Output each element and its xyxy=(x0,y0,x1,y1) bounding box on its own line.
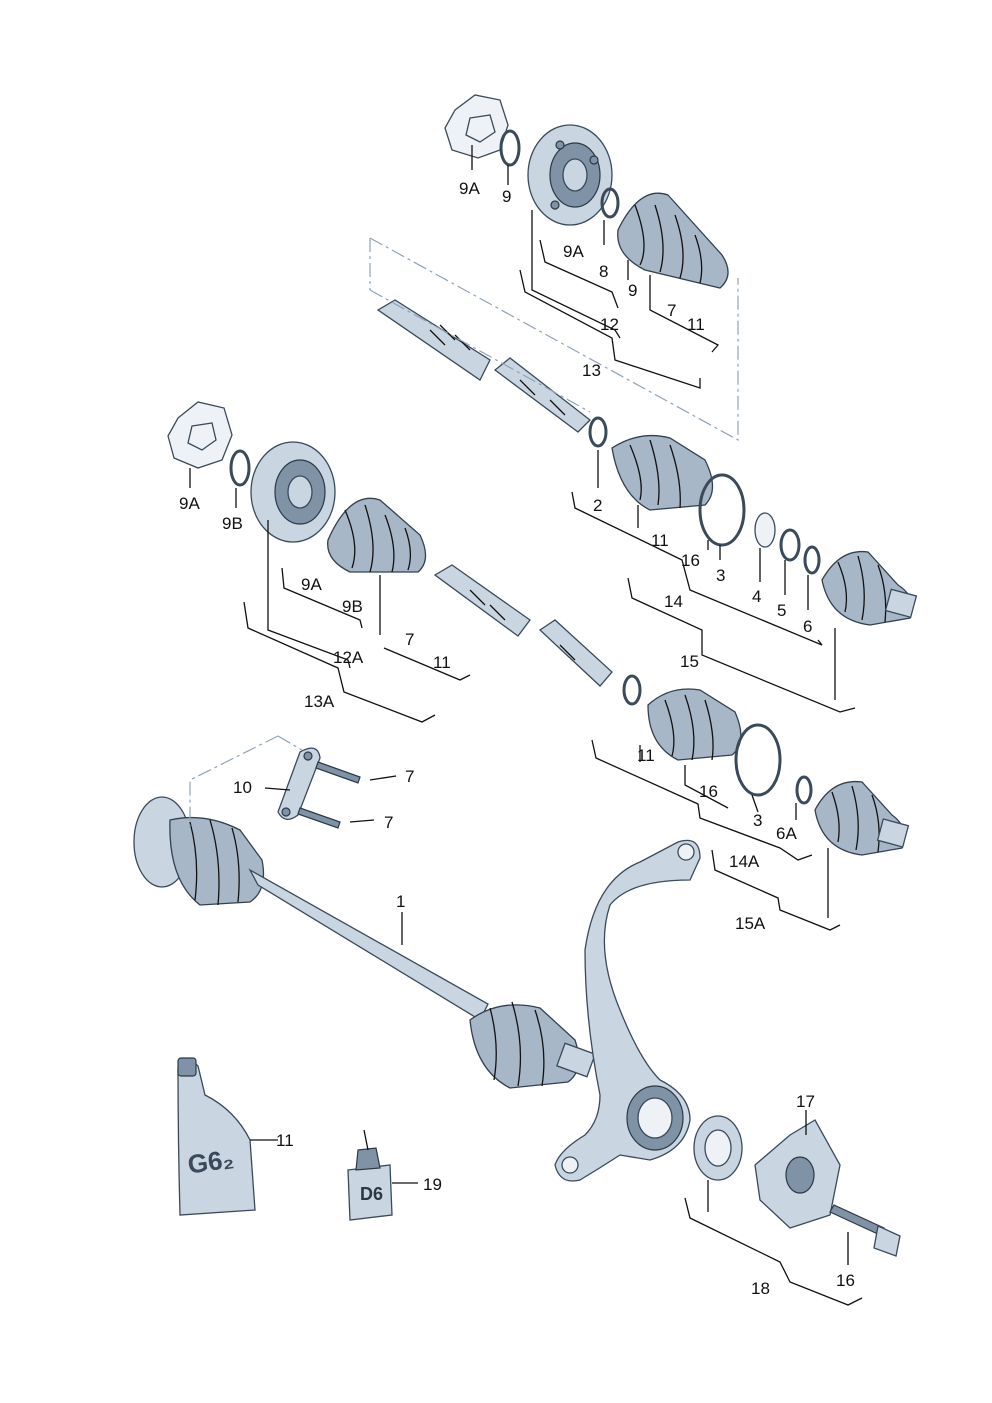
callout-4: 4 xyxy=(752,587,761,606)
circlip-2 xyxy=(588,416,608,448)
callout-7-bolt2: 7 xyxy=(384,813,393,832)
callout-11-b: 11 xyxy=(637,746,655,765)
callout-13: 13 xyxy=(582,361,601,380)
callout-7-bolt1: 7 xyxy=(405,767,414,786)
callout-9b-c: 9B xyxy=(342,597,363,616)
boot-middle xyxy=(327,497,427,573)
center-lines xyxy=(189,237,739,830)
callout-9a-c: 9A xyxy=(301,575,322,594)
callout-9-r: 9 xyxy=(628,281,637,300)
callout-5: 5 xyxy=(777,601,786,620)
bolt-7-a xyxy=(315,761,361,784)
retaining-plate-9a-left xyxy=(167,401,233,469)
callout-11-r: 11 xyxy=(687,315,705,334)
callout-7-r: 7 xyxy=(667,301,676,320)
middle-assembly xyxy=(167,401,910,856)
callout-13a: 13A xyxy=(304,692,335,711)
callout-14a: 14A xyxy=(729,852,760,871)
circlip-9-top xyxy=(499,129,521,167)
callout-12a: 12A xyxy=(333,648,364,667)
callout-3-b: 3 xyxy=(753,811,762,830)
ring-5 xyxy=(779,528,801,562)
callout-16-b: 16 xyxy=(699,782,718,801)
clamp-16-b xyxy=(734,723,782,797)
callout-labels: 9A 9 9A 8 9 7 11 12 13 9A 9B 2 11 16 3 4… xyxy=(179,179,855,1298)
grease-tube-mark: G6₂ xyxy=(186,1143,236,1179)
callout-9a-top: 9A xyxy=(459,179,480,198)
callout-9-top: 9 xyxy=(502,187,511,206)
callout-8: 8 xyxy=(599,262,608,281)
circlip-middle xyxy=(622,674,642,706)
callout-14: 14 xyxy=(664,592,683,611)
callout-17: 17 xyxy=(796,1092,815,1111)
callout-9a-mid: 9A xyxy=(563,242,584,261)
callout-11-a: 11 xyxy=(651,531,669,550)
bottle-mark: D6 xyxy=(360,1184,383,1204)
hub-assembly xyxy=(693,1115,901,1257)
upper-assembly xyxy=(376,94,918,626)
callout-1: 1 xyxy=(396,892,405,911)
callout-16-a: 16 xyxy=(681,551,700,570)
callout-15: 15 xyxy=(680,652,699,671)
callout-6: 6 xyxy=(803,617,812,636)
grease-tube-icon: G6₂ xyxy=(177,1057,256,1216)
clamp-16-a xyxy=(698,473,746,547)
callout-9b-left: 9B xyxy=(222,514,243,533)
callout-15a: 15A xyxy=(735,914,766,933)
circlip-6 xyxy=(803,545,821,575)
bolt-7-b xyxy=(297,807,341,829)
drive-shaft-main xyxy=(133,796,596,1089)
bracket-assembly xyxy=(277,747,361,829)
cv-joint-top xyxy=(527,124,613,226)
drive-shaft-top xyxy=(376,299,591,433)
callout-12: 12 xyxy=(600,315,619,334)
callout-11-tube: 11 xyxy=(276,1131,294,1150)
cv-joint-middle xyxy=(250,441,336,543)
ring-4 xyxy=(754,512,776,548)
sealant-bottle-icon: D6 xyxy=(347,1129,393,1221)
wheel-bearing-housing xyxy=(554,839,701,1182)
boot-inner-b xyxy=(647,688,742,761)
circlip-6a xyxy=(795,775,813,805)
callout-19: 19 xyxy=(423,1175,442,1194)
bolt-16 xyxy=(829,1204,885,1236)
callout-16-bolt: 16 xyxy=(836,1271,855,1290)
boot-top xyxy=(617,192,729,289)
boot-inner-a xyxy=(611,434,714,511)
callout-2: 2 xyxy=(593,496,602,515)
callout-6a: 6A xyxy=(776,824,797,843)
callout-3-a: 3 xyxy=(716,566,725,585)
circlip-8 xyxy=(600,187,620,219)
retaining-plate-9a-top xyxy=(444,94,509,159)
drive-shaft-middle xyxy=(433,564,613,687)
bracket-10 xyxy=(277,747,321,820)
callout-7-c: 7 xyxy=(405,630,414,649)
callout-9a-left: 9A xyxy=(179,494,200,513)
callout-18: 18 xyxy=(751,1279,770,1298)
circlip-9b-left xyxy=(229,449,251,487)
callout-11-c: 11 xyxy=(433,653,451,672)
leader-lines xyxy=(189,145,863,1306)
callout-10: 10 xyxy=(233,778,252,797)
